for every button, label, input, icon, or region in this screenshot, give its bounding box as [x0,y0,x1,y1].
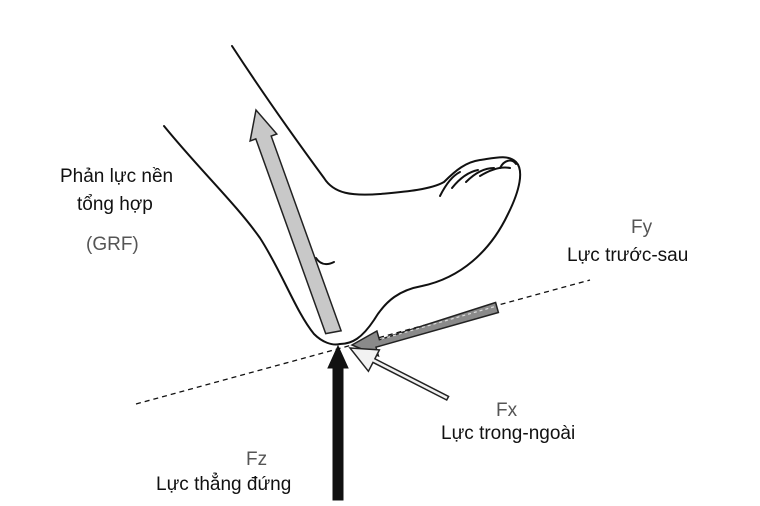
toe-nail [499,159,517,169]
grf-label-line2: tổng hợp [77,194,153,215]
fy-label: Lực trước-sau [567,245,688,266]
foot-outline [163,45,522,346]
fy-arrow [350,301,500,358]
fz-label: Lực thẳng đứng [156,473,291,495]
grf-abbreviation: (GRF) [86,234,139,255]
leg-front-and-foot-contour [231,45,522,345]
fx-label: Lực trong-ngoài [441,423,575,444]
toe-crease-3 [465,167,495,183]
heel-crease [315,257,335,266]
fx-symbol: Fx [496,400,518,421]
fy-symbol: Fy [631,217,653,238]
fy-arrow-stripe [379,306,495,341]
grf-resultant-arrow [249,108,343,335]
toe-crease-4 [479,166,511,177]
grf-label-line1: Phản lực nền [60,166,173,187]
fz-arrow [327,344,349,501]
fz-symbol: Fz [246,449,267,470]
toe-crease-2 [451,169,479,189]
toe-crease-1 [439,171,461,197]
leg-back-contour [163,125,341,346]
fx-arrow [348,347,450,402]
